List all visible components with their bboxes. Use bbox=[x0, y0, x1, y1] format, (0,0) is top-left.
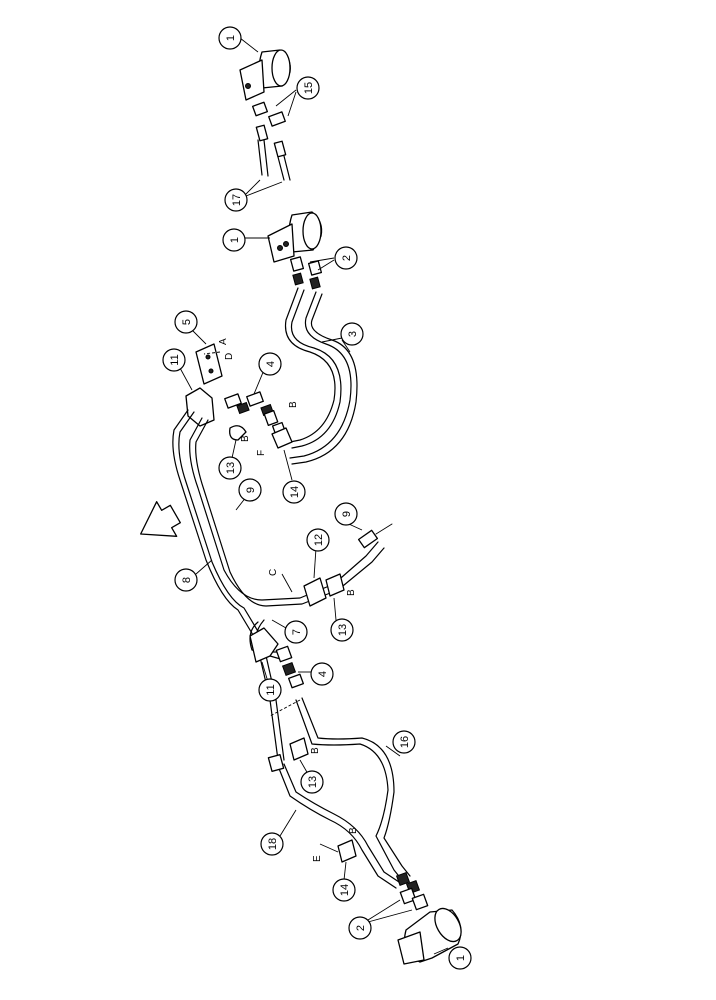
svg-text:16: 16 bbox=[399, 736, 411, 748]
callout-13-top: 13 bbox=[218, 456, 242, 480]
callout-8: 8 bbox=[174, 568, 198, 592]
motor-mid bbox=[267, 211, 323, 263]
svg-text:14: 14 bbox=[339, 884, 351, 896]
callout-1-low: 1 bbox=[448, 946, 472, 970]
fittings-4-mid bbox=[275, 645, 304, 689]
svg-text:12: 12 bbox=[313, 534, 325, 546]
letter-A: A bbox=[218, 338, 229, 345]
letter-D: D bbox=[224, 353, 235, 360]
callout-4-mid: 4 bbox=[310, 662, 334, 686]
svg-text:17: 17 bbox=[231, 194, 243, 206]
bracket-13-low bbox=[289, 737, 309, 761]
callout-17: 17 bbox=[224, 188, 248, 212]
letter-B-bracket13-low: B bbox=[310, 747, 321, 754]
svg-text:8: 8 bbox=[181, 577, 193, 583]
callout-7: 7 bbox=[284, 620, 308, 644]
callout-9-right: 9 bbox=[334, 502, 358, 526]
fittings-2-top bbox=[289, 256, 323, 290]
svg-text:3: 3 bbox=[347, 331, 359, 337]
svg-text:2: 2 bbox=[355, 925, 367, 931]
svg-text:5: 5 bbox=[181, 319, 193, 325]
callout-5: 5 bbox=[174, 310, 198, 334]
letter-B-bracket14-low: B bbox=[348, 827, 359, 834]
letter-B-bracket13: B bbox=[240, 435, 251, 442]
bracket-11-mid bbox=[249, 627, 279, 663]
letter-E: E bbox=[312, 855, 323, 862]
bracket-12 bbox=[303, 577, 327, 607]
hose-16 bbox=[295, 697, 411, 881]
motor-low bbox=[397, 907, 462, 965]
letter-B-bracket13-mid: B bbox=[346, 589, 357, 596]
bracket-13-top bbox=[229, 425, 247, 441]
hose-18 bbox=[267, 754, 403, 889]
callout-2-low: 2 bbox=[348, 916, 372, 940]
callout-1-mid: 1 bbox=[222, 228, 246, 252]
callout-1-top: 1 bbox=[218, 26, 242, 50]
svg-text:13: 13 bbox=[225, 462, 237, 474]
bracket-11-top bbox=[185, 387, 215, 427]
svg-text:11: 11 bbox=[265, 684, 277, 695]
svg-text:9: 9 bbox=[245, 487, 257, 493]
svg-text:13: 13 bbox=[337, 624, 349, 636]
callout-4-top: 4 bbox=[258, 352, 282, 376]
svg-text:1: 1 bbox=[225, 35, 237, 41]
callout-2-top: 2 bbox=[334, 246, 358, 270]
callout-11-top: 11 bbox=[162, 348, 186, 372]
svg-text:18: 18 bbox=[267, 838, 279, 850]
callout-14-top: 14 bbox=[282, 480, 306, 504]
svg-text:7: 7 bbox=[291, 629, 303, 635]
letter-F: F bbox=[256, 450, 267, 456]
svg-text:4: 4 bbox=[317, 671, 329, 677]
svg-text:11: 11 bbox=[169, 354, 181, 365]
svg-text:15: 15 bbox=[303, 82, 315, 94]
bracket-14-top bbox=[271, 427, 293, 449]
motor-top bbox=[239, 49, 291, 101]
svg-text:4: 4 bbox=[265, 361, 277, 367]
bracket-5 bbox=[195, 343, 223, 385]
svg-text:2: 2 bbox=[341, 255, 353, 261]
callout-13-mid: 13 bbox=[330, 618, 354, 642]
callout-13-low: 13 bbox=[300, 770, 324, 794]
fittings-15 bbox=[252, 101, 287, 158]
svg-text:14: 14 bbox=[289, 486, 301, 498]
hose-8 bbox=[172, 409, 285, 761]
callout-9-left: 9 bbox=[238, 478, 262, 502]
callout-16: 16 bbox=[392, 730, 416, 754]
letter-C: C bbox=[268, 569, 279, 576]
svg-text:1: 1 bbox=[229, 237, 241, 243]
svg-text:1: 1 bbox=[455, 955, 467, 961]
fittings-2-low bbox=[395, 871, 429, 911]
callout-18: 18 bbox=[260, 832, 284, 856]
svg-text:9: 9 bbox=[341, 511, 353, 517]
callout-12: 12 bbox=[306, 528, 330, 552]
svg-text:13: 13 bbox=[307, 776, 319, 788]
callout-14-low: 14 bbox=[332, 878, 356, 902]
letter-B-hose3: B bbox=[288, 401, 299, 408]
callout-11-mid: 11 bbox=[258, 678, 282, 702]
callout-3: 3 bbox=[340, 322, 364, 346]
direction-arrow-icon bbox=[140, 501, 181, 537]
bracket-14-low bbox=[337, 839, 357, 863]
callout-15: 15 bbox=[296, 76, 320, 100]
hoses-17 bbox=[257, 139, 291, 181]
bracket-13-mid bbox=[325, 573, 345, 597]
hose-9 bbox=[189, 417, 393, 607]
leader-lines bbox=[179, 37, 449, 955]
hose-3 bbox=[284, 287, 358, 465]
